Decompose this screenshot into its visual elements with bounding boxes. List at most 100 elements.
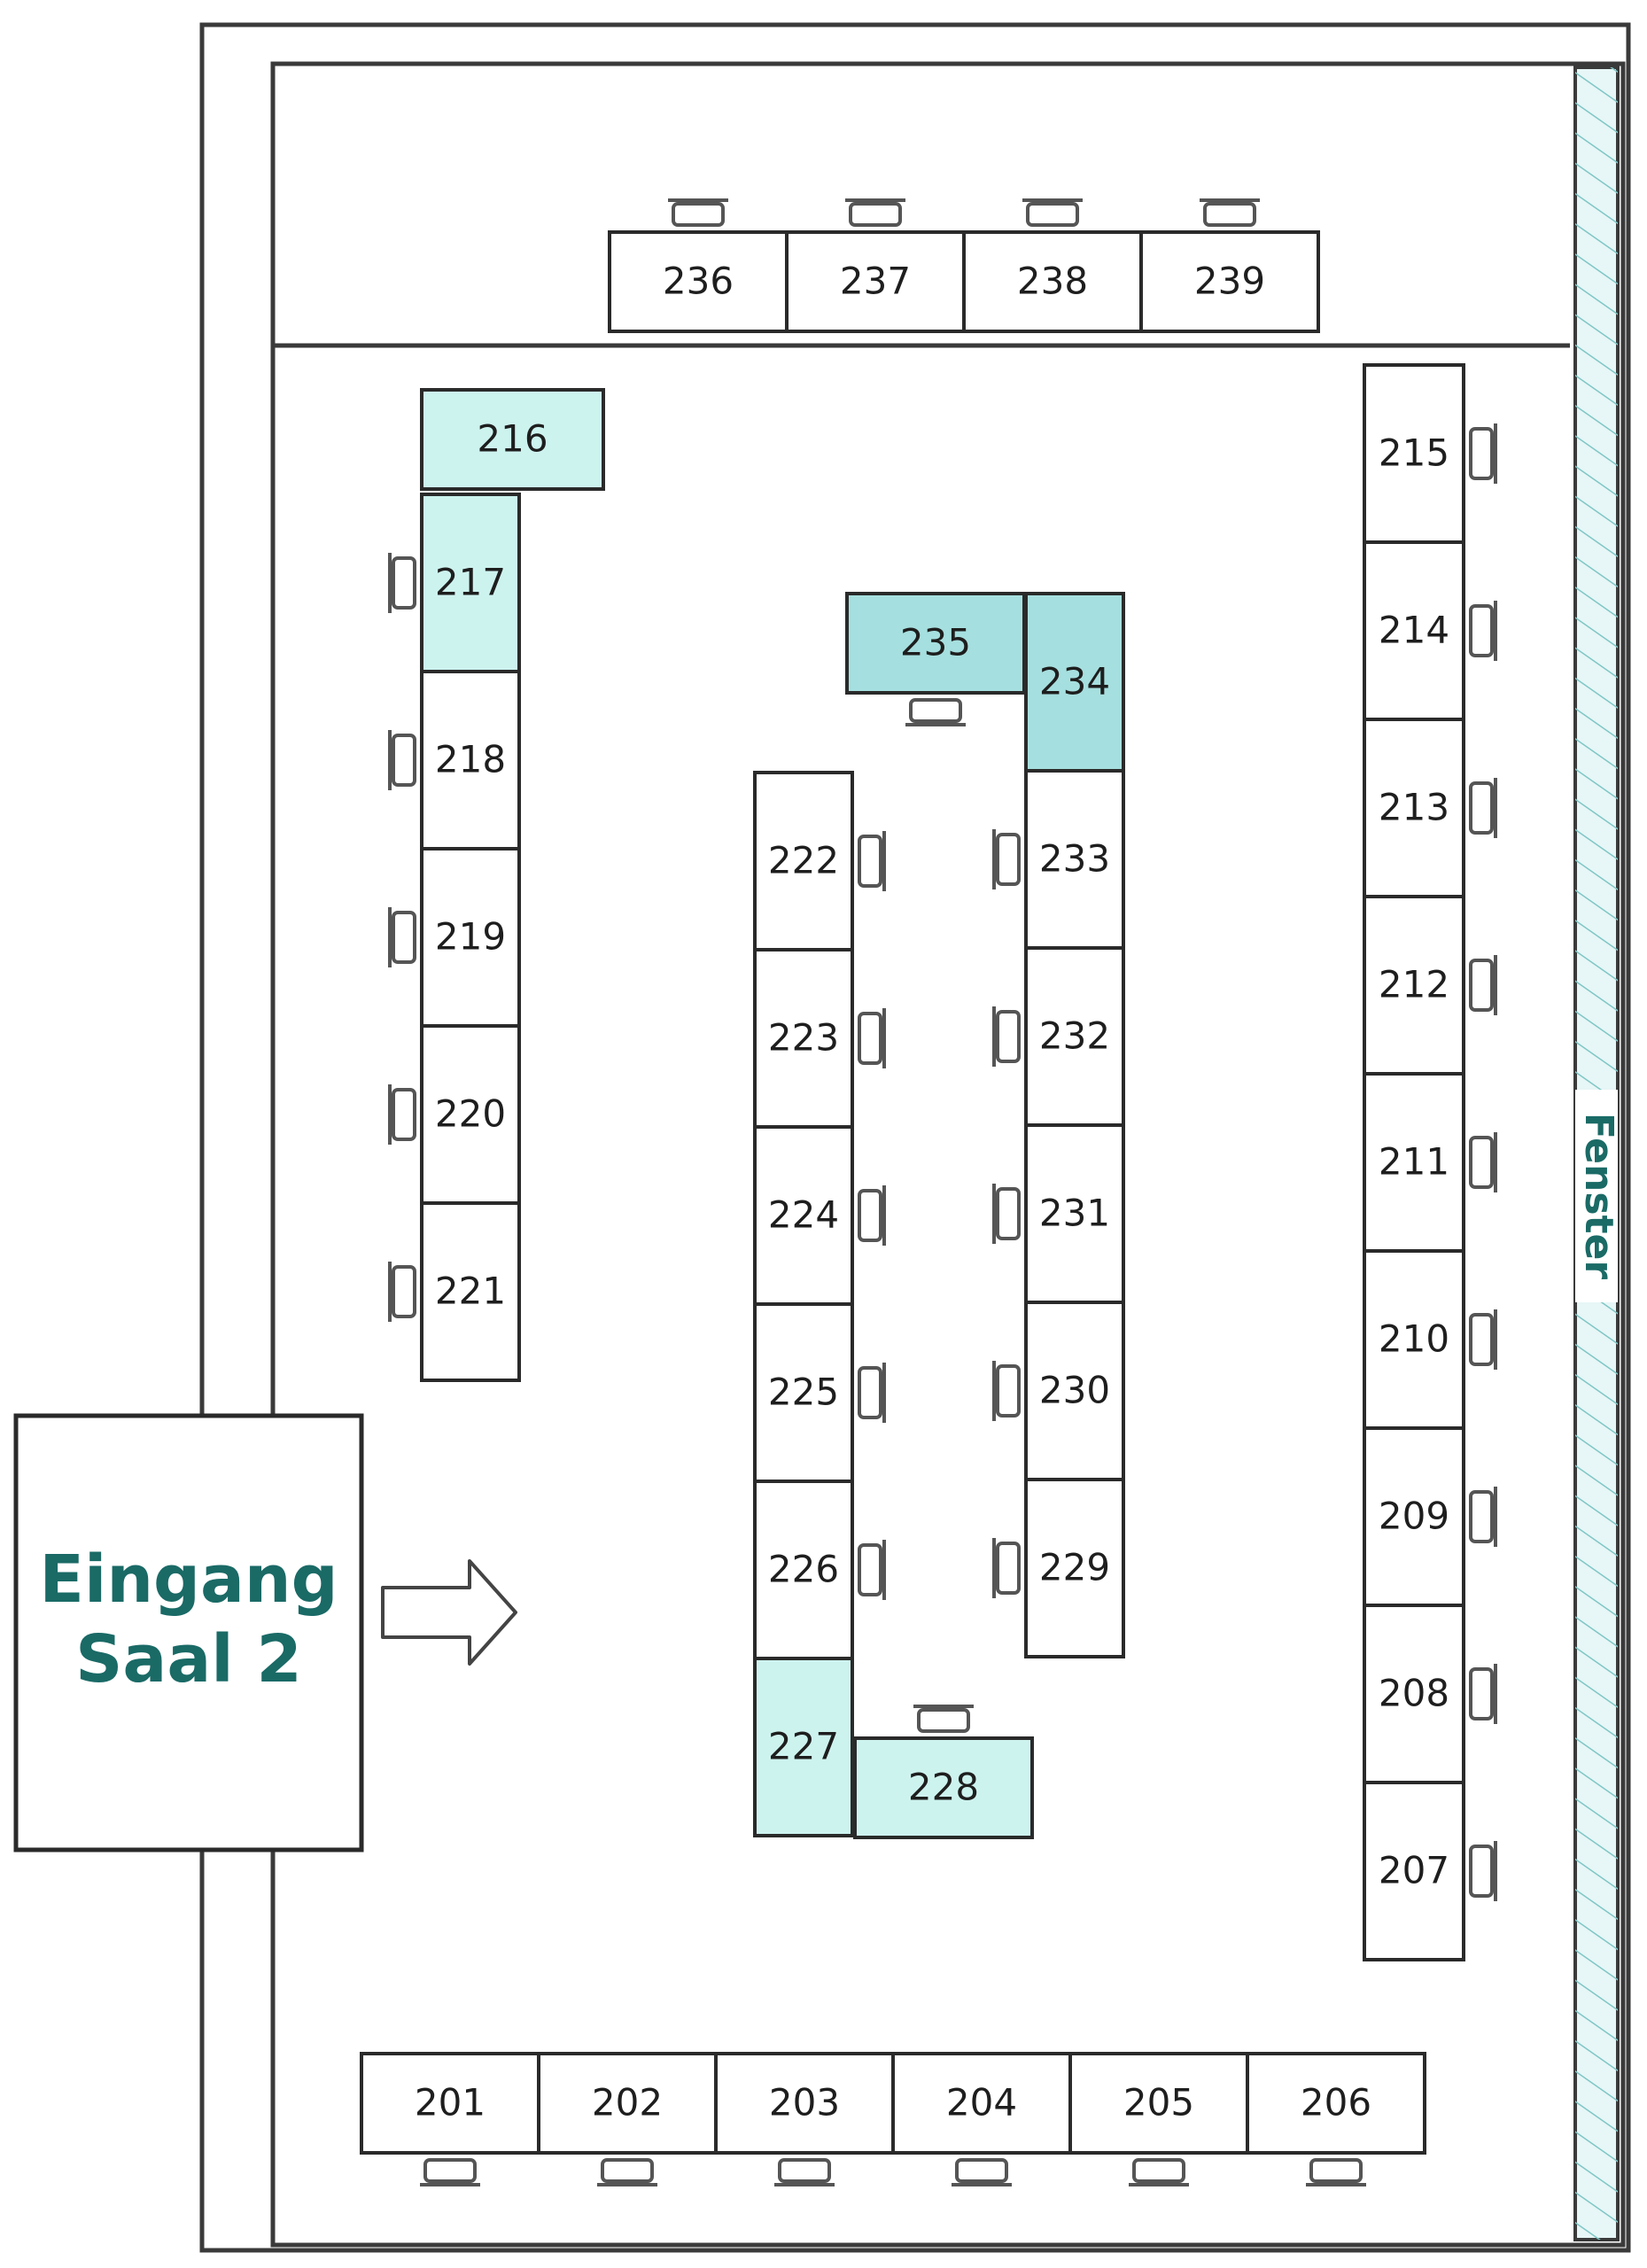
booth-number: 237 — [840, 260, 911, 303]
booth-number: 230 — [1039, 1369, 1110, 1412]
booth-224[interactable]: 224 — [753, 1125, 854, 1306]
booth-214[interactable]: 214 — [1363, 540, 1465, 721]
booth-number: 216 — [477, 417, 548, 461]
chair-icon — [668, 198, 728, 227]
building-walls — [199, 22, 1631, 2253]
booth-number: 210 — [1379, 1317, 1449, 1361]
booth-number: 209 — [1379, 1495, 1449, 1538]
entrance: Eingang Saal 2 — [13, 1413, 364, 1852]
booth-table — [1024, 946, 1125, 1127]
booth-table — [1024, 769, 1125, 950]
booth-220[interactable]: 220 — [420, 1024, 521, 1205]
chair-icon — [1469, 1309, 1497, 1370]
booth-number: 205 — [1123, 2081, 1194, 2124]
booth-number: 223 — [768, 1016, 839, 1060]
booth-number: 236 — [663, 260, 734, 303]
booth-212[interactable]: 212 — [1363, 895, 1465, 1076]
booth-table — [1024, 592, 1125, 773]
booth-number: 220 — [435, 1092, 506, 1136]
booth-number: 228 — [908, 1766, 979, 1809]
booth-number: 232 — [1039, 1014, 1110, 1058]
booth-table — [420, 388, 605, 491]
chair-icon — [992, 1538, 1021, 1598]
chair-icon — [1469, 955, 1497, 1015]
booth-table — [1363, 1604, 1465, 1784]
booth-238[interactable]: 238 — [962, 230, 1143, 333]
booth-234[interactable]: 234 — [1024, 592, 1125, 773]
booth-230[interactable]: 230 — [1024, 1301, 1125, 1481]
booth-table — [1024, 1478, 1125, 1658]
chair-icon — [905, 698, 966, 726]
booth-table — [1363, 540, 1465, 721]
booth-209[interactable]: 209 — [1363, 1426, 1465, 1607]
chair-icon — [1469, 1841, 1497, 1901]
chair-icon — [597, 2158, 657, 2186]
booth-216[interactable]: 216 — [420, 388, 605, 491]
booth-number: 239 — [1194, 260, 1265, 303]
chair-icon — [388, 1262, 416, 1322]
booth-number: 215 — [1379, 431, 1449, 475]
booth-table — [1139, 230, 1320, 333]
entry-arrow-icon — [381, 1559, 517, 1666]
booth-213[interactable]: 213 — [1363, 718, 1465, 898]
booth-203[interactable]: 203 — [714, 2052, 895, 2155]
booth-237[interactable]: 237 — [785, 230, 966, 333]
booth-218[interactable]: 218 — [420, 670, 521, 850]
booth-number: 211 — [1379, 1140, 1449, 1184]
booth-229[interactable]: 229 — [1024, 1478, 1125, 1658]
booth-217[interactable]: 217 — [420, 493, 521, 673]
booth-table — [753, 948, 854, 1129]
chair-icon — [1469, 1132, 1497, 1192]
chair-icon — [388, 1084, 416, 1145]
booth-232[interactable]: 232 — [1024, 946, 1125, 1127]
chair-icon — [858, 831, 886, 891]
booth-227[interactable]: 227 — [753, 1657, 854, 1837]
booth-210[interactable]: 210 — [1363, 1249, 1465, 1430]
booth-228[interactable]: 228 — [853, 1736, 1034, 1839]
booth-number: 207 — [1379, 1849, 1449, 1892]
entrance-label-line2: Saal 2 — [75, 1621, 302, 1697]
booth-number: 208 — [1379, 1672, 1449, 1715]
booth-235[interactable]: 235 — [845, 592, 1026, 695]
booth-201[interactable]: 201 — [360, 2052, 540, 2155]
booth-219[interactable]: 219 — [420, 847, 521, 1028]
booth-204[interactable]: 204 — [891, 2052, 1072, 2155]
booth-table — [1068, 2052, 1249, 2155]
booth-202[interactable]: 202 — [537, 2052, 718, 2155]
booth-207[interactable]: 207 — [1363, 1781, 1465, 1961]
booth-223[interactable]: 223 — [753, 948, 854, 1129]
booth-236[interactable]: 236 — [608, 230, 789, 333]
chair-icon — [388, 553, 416, 613]
booth-222[interactable]: 222 — [753, 771, 854, 951]
booth-205[interactable]: 205 — [1068, 2052, 1249, 2155]
booth-231[interactable]: 231 — [1024, 1123, 1125, 1304]
booth-table — [1363, 718, 1465, 898]
booth-table — [420, 670, 521, 850]
chair-icon — [858, 1363, 886, 1423]
booth-number: 202 — [592, 2081, 663, 2124]
chair-icon — [1469, 423, 1497, 484]
chair-icon — [858, 1185, 886, 1246]
chair-icon — [1306, 2158, 1366, 2186]
booth-225[interactable]: 225 — [753, 1302, 854, 1483]
booth-221[interactable]: 221 — [420, 1201, 521, 1382]
booth-208[interactable]: 208 — [1363, 1604, 1465, 1784]
booth-211[interactable]: 211 — [1363, 1072, 1465, 1253]
booth-table — [853, 1736, 1034, 1839]
booth-215[interactable]: 215 — [1363, 363, 1465, 544]
booth-table — [420, 847, 521, 1028]
booth-206[interactable]: 206 — [1246, 2052, 1426, 2155]
booth-number: 226 — [768, 1548, 839, 1591]
booth-number: 225 — [768, 1371, 839, 1414]
booth-number: 214 — [1379, 609, 1449, 652]
booth-number: 203 — [769, 2081, 840, 2124]
booth-number: 235 — [900, 621, 971, 664]
chair-icon — [1022, 198, 1083, 227]
booth-233[interactable]: 233 — [1024, 769, 1125, 950]
booth-239[interactable]: 239 — [1139, 230, 1320, 333]
chair-icon — [1469, 1487, 1497, 1547]
booth-226[interactable]: 226 — [753, 1480, 854, 1660]
booth-table — [891, 2052, 1072, 2155]
